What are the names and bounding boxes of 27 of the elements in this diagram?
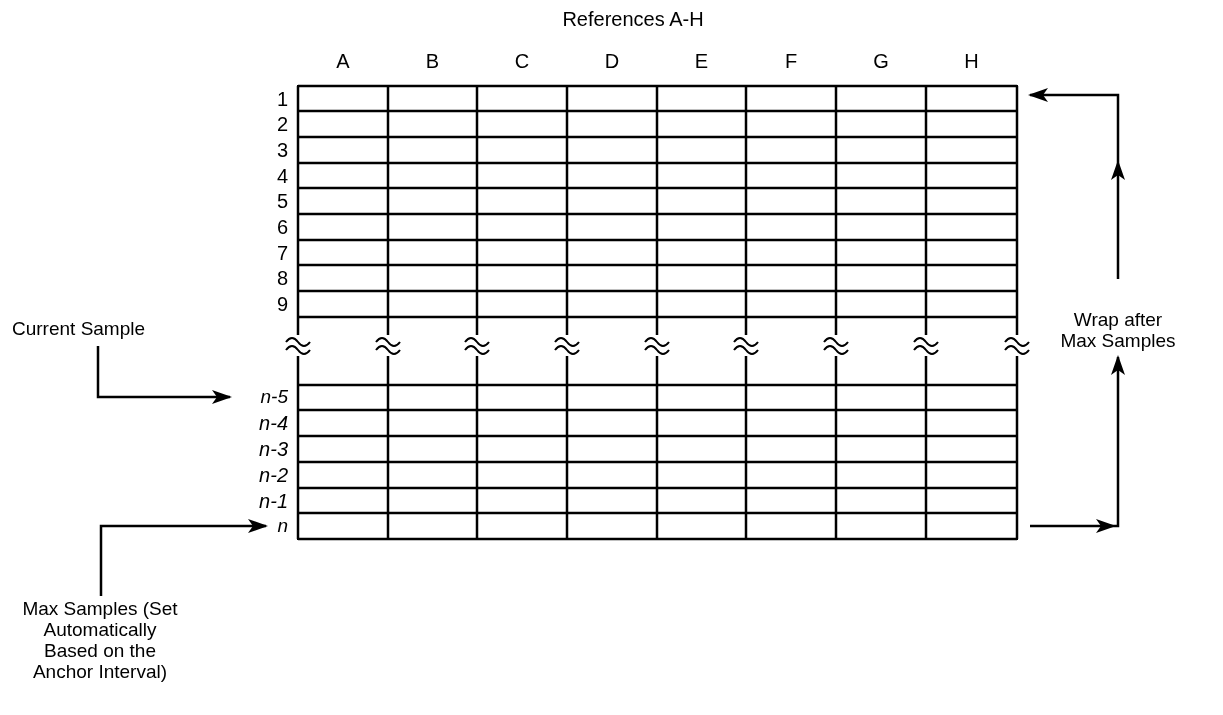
row-label: n-2 — [258, 464, 288, 486]
row-number: 6 — [275, 216, 288, 238]
row-number: 3 — [275, 139, 288, 161]
row-label: n-5 — [232, 386, 288, 407]
row-number: 7 — [275, 241, 288, 264]
row-number: 9 — [275, 293, 288, 315]
table-title: References A-H — [561, 8, 705, 30]
column-header: C — [513, 50, 531, 72]
column-header: E — [693, 50, 710, 72]
column-header: A — [335, 50, 351, 72]
column-header: D — [603, 50, 621, 72]
callout-label: Max Samples (Set Automatically Based on the Anchor Interval) — [15, 598, 185, 682]
callout-label: Current Sample — [12, 318, 162, 339]
row-number: 4 — [275, 164, 288, 187]
row-label: n-1 — [258, 489, 288, 512]
column-header: H — [963, 50, 980, 72]
row-label: n — [262, 515, 288, 536]
row-number: 2 — [275, 113, 288, 135]
row-number: 1 — [275, 87, 288, 110]
callout-label: Wrap after Max Samples — [1058, 309, 1178, 351]
column-header: F — [783, 50, 799, 72]
column-header: B — [424, 50, 441, 72]
row-number: 8 — [275, 267, 288, 289]
row-label: n-4 — [258, 412, 288, 434]
row-number: 5 — [275, 190, 288, 212]
row-label: n-3 — [258, 438, 288, 460]
column-header: G — [872, 50, 890, 72]
